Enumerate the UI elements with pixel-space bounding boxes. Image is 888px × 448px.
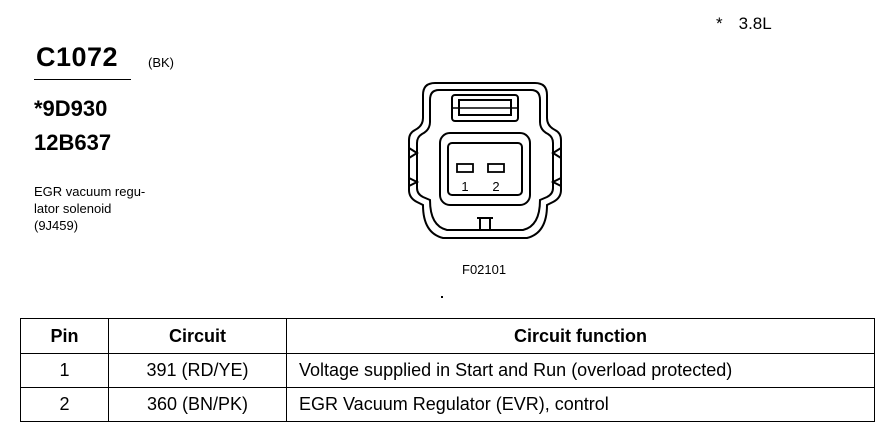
note-marker: * bbox=[716, 14, 723, 33]
terminal-2 bbox=[487, 163, 505, 173]
table-row: 1 391 (RD/YE) Voltage supplied in Start … bbox=[20, 353, 875, 388]
header-circuit: Circuit bbox=[108, 318, 287, 354]
housing-inner bbox=[416, 89, 554, 231]
rib-left bbox=[408, 147, 419, 159]
pin-block bbox=[447, 142, 523, 196]
cell-function: EGR Vacuum Regulator (EVR), control bbox=[286, 387, 875, 422]
description-line-1: EGR vacuum regu- bbox=[34, 184, 146, 199]
figure-id: F02101 bbox=[462, 262, 507, 277]
connector-id: C1072 bbox=[36, 42, 119, 72]
connector-face-diagram: 1 2 bbox=[408, 82, 562, 239]
speck bbox=[441, 296, 443, 298]
header-circuit-function: Circuit function bbox=[286, 318, 875, 354]
table-row: 2 360 (BN/PK) EGR Vacuum Regulator (EVR)… bbox=[20, 387, 875, 422]
engine-note: * 3.8L bbox=[716, 14, 772, 34]
part-number-1: *9D930 bbox=[34, 96, 108, 121]
pin-label-2: 2 bbox=[492, 179, 499, 194]
rib-left-2 bbox=[408, 177, 420, 187]
header-pin: Pin bbox=[20, 318, 109, 354]
pinout-table: Pin Circuit Circuit function 1 391 (RD/Y… bbox=[20, 318, 875, 422]
table-header-row: Pin Circuit Circuit function bbox=[20, 318, 875, 354]
pin-cavity bbox=[439, 132, 531, 206]
note-text: 3.8L bbox=[738, 14, 772, 33]
housing-outer bbox=[408, 82, 562, 239]
bottom-key bbox=[477, 217, 493, 230]
pin-label-1: 1 bbox=[461, 179, 468, 194]
cell-function: Voltage supplied in Start and Run (overl… bbox=[286, 353, 875, 388]
description-line-2: lator solenoid bbox=[34, 201, 112, 216]
rib-right bbox=[551, 147, 562, 159]
cell-circuit: 391 (RD/YE) bbox=[108, 353, 287, 388]
cell-pin: 2 bbox=[20, 387, 109, 422]
rib-right-2 bbox=[550, 177, 562, 187]
description-line-3: (9J459) bbox=[34, 218, 79, 233]
cell-circuit: 360 (BN/PK) bbox=[108, 387, 287, 422]
part-number-2: 12B637 bbox=[34, 130, 112, 155]
title-underline bbox=[34, 79, 131, 80]
connector-color: (BK) bbox=[148, 55, 174, 70]
cell-pin: 1 bbox=[20, 353, 109, 388]
terminal-1 bbox=[456, 163, 474, 173]
